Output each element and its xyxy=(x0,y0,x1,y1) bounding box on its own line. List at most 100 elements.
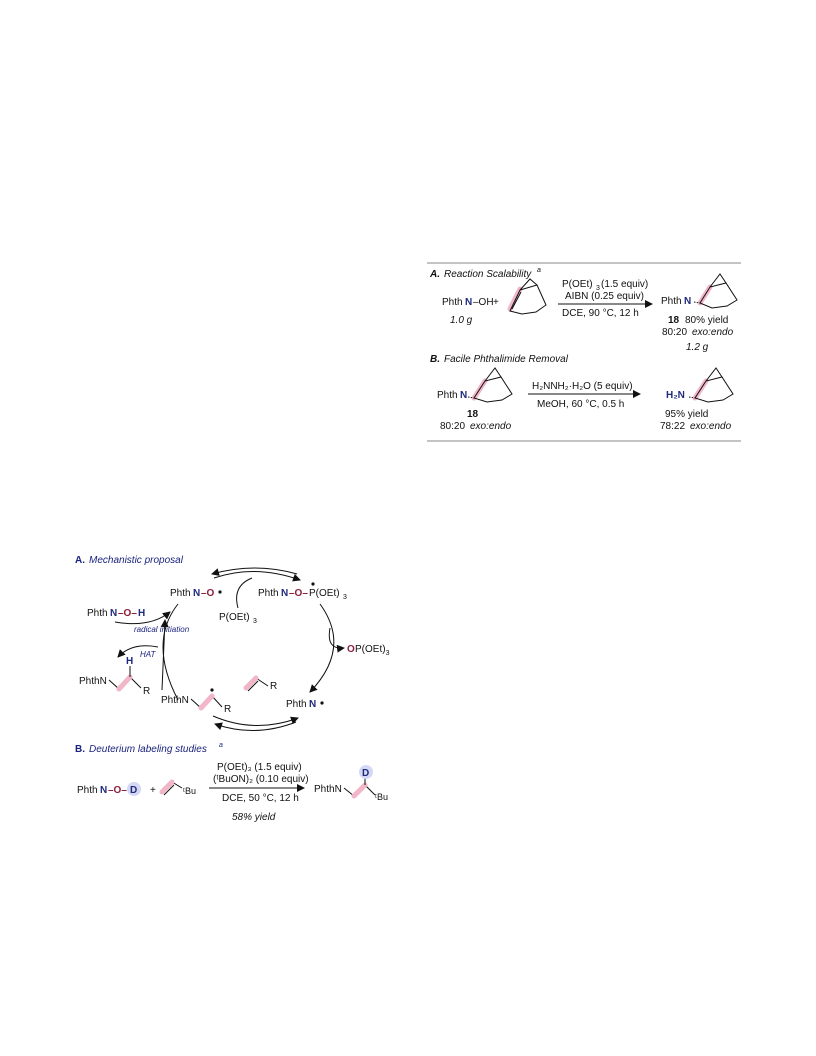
opoet3-release-arrow xyxy=(328,627,345,653)
b-start-ratio-value: 80:20 xyxy=(440,421,465,432)
adduct-sub: 3 xyxy=(343,594,347,601)
b-product-ratio-label: exo:endo xyxy=(690,421,732,432)
b-start-n: N xyxy=(460,390,467,401)
bottom-equilibrium-forward xyxy=(212,715,299,726)
intermediate-chain-highlight xyxy=(198,693,215,711)
reagent-poet3-sub: 3 xyxy=(596,285,600,292)
d-product-chain-highlight xyxy=(351,782,368,799)
product-chain-highlight xyxy=(116,674,133,692)
mechanism-panel: A. Mechanistic proposal Phth N –O Phth N… xyxy=(75,555,390,823)
start-oh: –OH xyxy=(473,297,494,308)
adduct-n: N xyxy=(281,588,288,599)
hat-label: HAT xyxy=(140,650,157,659)
nohh-n: N xyxy=(110,608,117,619)
poet3-reagent: P(OEt) xyxy=(219,612,250,623)
b-product-yield: 95% yield xyxy=(665,409,708,420)
radical-initiation-label: radical initiation xyxy=(134,625,190,634)
adduct-phth: Phth xyxy=(258,588,279,599)
opoet3-text: P(OEt)3 xyxy=(355,644,390,657)
start-n: N xyxy=(465,297,472,308)
d-reaction-yield: 58% yield xyxy=(232,812,276,823)
d-product-tbu: ᵗBu xyxy=(375,792,388,802)
start-phth: Phth xyxy=(442,297,463,308)
nitroxyl-radical-dot xyxy=(218,590,222,594)
equilibrium-arrow-forward xyxy=(213,571,301,582)
radical-initiation-arrow xyxy=(114,611,171,625)
section-a-label: A. xyxy=(429,269,440,280)
b-product-ratio-value: 78:22 xyxy=(660,421,685,432)
section-a-title: Reaction Scalability xyxy=(444,269,532,280)
product-yield: 80% yield xyxy=(685,315,728,326)
b-reaction-conditions: MeOH, 60 °C, 0.5 h xyxy=(537,399,624,410)
section-b-label: B. xyxy=(430,354,440,365)
nitroxyl-n: N xyxy=(193,588,200,599)
scalability-panel: A. Reaction Scalability a Phth N –OH 1.0… xyxy=(427,262,741,442)
opoet3-o: O xyxy=(347,644,355,655)
adduct-phosphorus: P(OEt) xyxy=(309,588,340,599)
d-start-d: D xyxy=(130,785,137,796)
tbu-alkene-double xyxy=(163,784,175,796)
b-reagent-hydrazine: H₂NNH₂·H₂O (5 equiv) xyxy=(532,381,633,392)
d-start-o: –O– xyxy=(108,785,127,796)
b-start-norbornyl-structure xyxy=(467,367,513,403)
hat-arrow xyxy=(117,645,159,658)
b-product-norbornyl-structure xyxy=(688,367,734,403)
reagent-poet3-amount: (1.5 equiv) xyxy=(601,279,648,290)
intermediate-r: R xyxy=(224,704,231,715)
adduct-radical-dot xyxy=(311,582,315,586)
product-phthn: PhthN xyxy=(79,676,107,687)
product-r: R xyxy=(143,686,150,697)
adduct-o: –O– xyxy=(289,588,308,599)
deuterium-highlight-start xyxy=(127,782,141,796)
mech-a-title: Mechanistic proposal xyxy=(89,555,184,566)
d-start-phth: Phth xyxy=(77,785,98,796)
product-phth: Phth xyxy=(661,296,682,307)
deuterium-highlight-product xyxy=(359,765,373,779)
plus-sign: + xyxy=(493,297,499,308)
cycle-left-arc xyxy=(162,603,179,701)
b-product-h2n: H₂N xyxy=(666,390,685,401)
product-norbornyl-structure xyxy=(693,273,738,309)
nohh-phth: Phth xyxy=(87,608,108,619)
nitroxyl-o: –O xyxy=(201,588,215,599)
b-start-compound-number: 18 xyxy=(467,409,479,420)
d-reaction-conditions: DCE, 50 °C, 12 h xyxy=(222,793,299,804)
alkene-double-bond xyxy=(247,680,259,692)
product-ratio-value: 80:20 xyxy=(662,327,687,338)
start-mass: 1.0 g xyxy=(450,315,473,326)
b-start-phth: Phth xyxy=(437,390,458,401)
intermediate-phthn: PhthN xyxy=(161,695,189,706)
cycle-left-arrow xyxy=(160,619,169,691)
n-radical-n: N xyxy=(309,699,316,710)
product-h: H xyxy=(126,656,133,667)
nitroxyl-phth: Phth xyxy=(170,588,191,599)
mech-b-label: B. xyxy=(75,744,85,755)
mech-a-label: A. xyxy=(75,555,85,566)
reaction-conditions-a: DCE, 90 °C, 12 h xyxy=(562,308,639,319)
d-product-d: D xyxy=(362,768,369,779)
mech-b-title: Deuterium labeling studies xyxy=(89,744,207,755)
n-radical-dot xyxy=(320,701,324,705)
mech-b-footnote: a xyxy=(219,742,223,749)
section-b-title: Facile Phthalimide Removal xyxy=(444,354,569,365)
poet3-addition-curve xyxy=(236,577,253,609)
alkene-r: R xyxy=(270,681,277,692)
nohh-o: –O– xyxy=(118,608,137,619)
d-product-phthn: PhthN xyxy=(314,784,342,795)
equilibrium-arrow-back xyxy=(211,567,298,576)
d-start-n: N xyxy=(100,785,107,796)
reagent-poet3: P(OEt) xyxy=(562,279,593,290)
cycle-right-arrow xyxy=(309,603,335,693)
product-compound-number: 18 xyxy=(668,315,680,326)
reagent-aibn: AIBN (0.25 equiv) xyxy=(565,291,644,302)
intermediate-radical-dot xyxy=(210,688,214,692)
poet3-sub: 3 xyxy=(253,618,257,625)
alkene-highlight xyxy=(243,675,259,691)
n-radical-phth: Phth xyxy=(286,699,307,710)
product-mass: 1.2 g xyxy=(686,342,709,353)
tbu-label: ᵗBu xyxy=(183,786,196,796)
product-n: N xyxy=(684,296,691,307)
b-start-ratio-label: exo:endo xyxy=(470,421,512,432)
section-a-footnote: a xyxy=(537,267,541,274)
